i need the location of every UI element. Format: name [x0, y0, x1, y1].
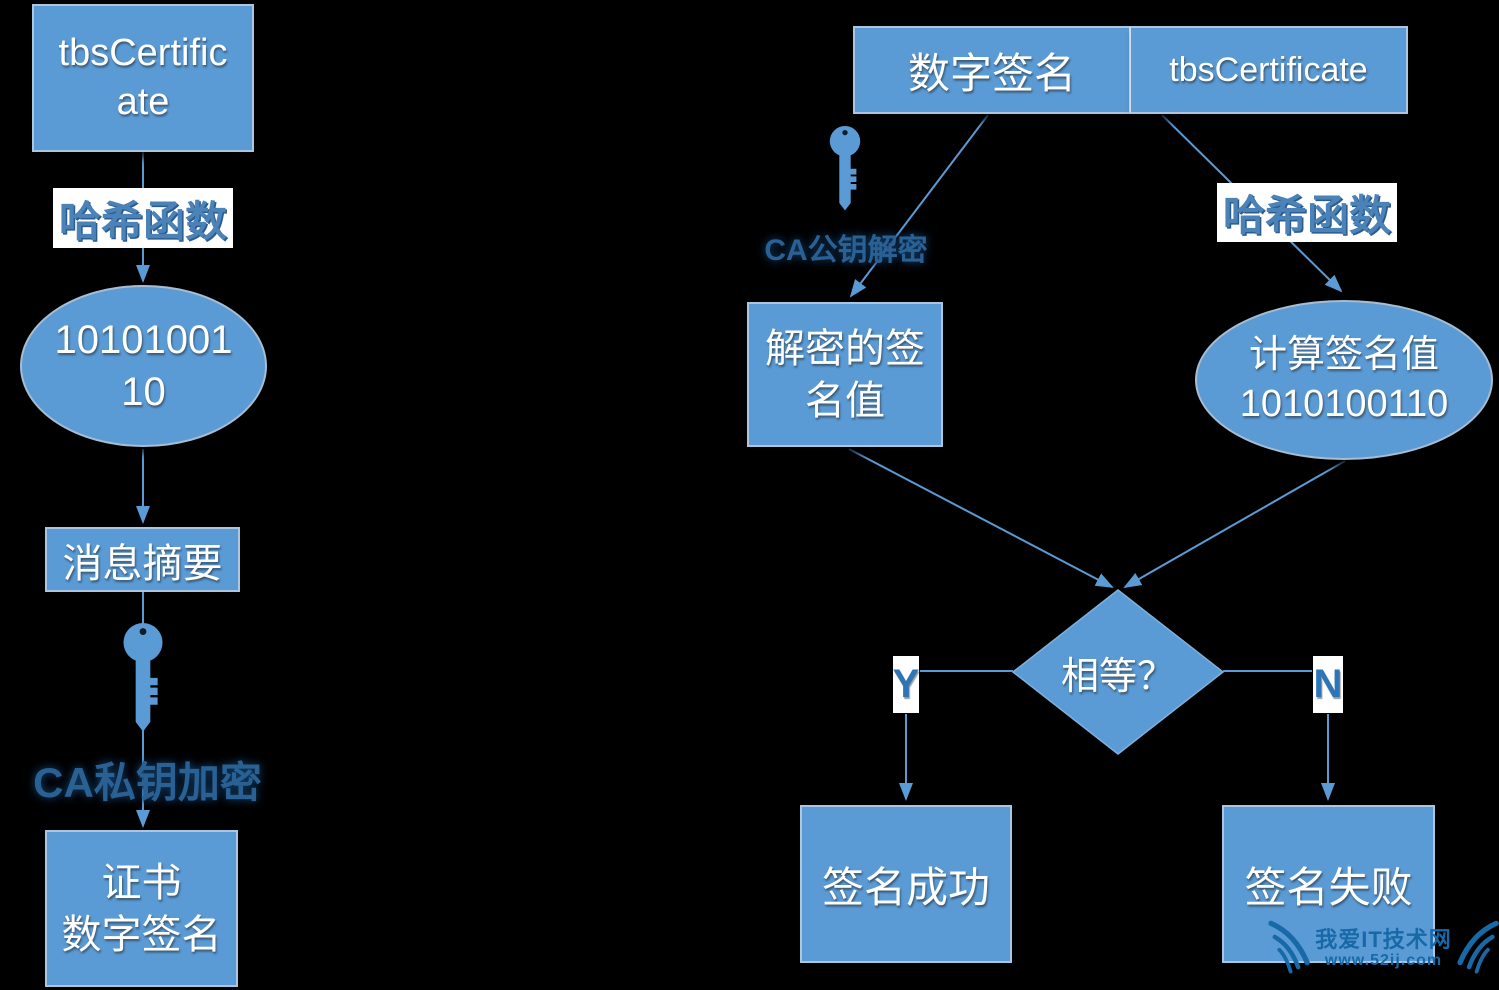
decrypted-signature-line1: 解密的签: [765, 326, 925, 371]
tbs-certificate-header-cell: tbsCertificate: [1130, 26, 1408, 114]
hash-function-label-left: 哈希函数: [53, 188, 233, 248]
connector-decrypted-to-diamond: [848, 448, 1114, 588]
connector-ellipse-to-diamond: [1123, 460, 1346, 588]
watermark-site-name: 我爱IT技术网: [1315, 927, 1452, 953]
cert-signature-line1: 证书: [101, 860, 182, 905]
tbs-certificate-box: tbsCertific ate: [32, 4, 254, 152]
tbs-certificate-header-text: tbsCertificate: [1169, 50, 1368, 89]
decision-diamond-label: 相等？: [1043, 645, 1193, 700]
private-key-icon: [123, 623, 163, 732]
branch-yes-text: Y: [892, 662, 920, 706]
private-key-caption-text: CA私钥加密: [33, 758, 262, 806]
watermark: 我爱IT技术网 www.52ij.com: [1268, 910, 1499, 988]
watermark-right-wing-icon: [1457, 920, 1499, 974]
message-digest-box: 消息摘要: [45, 527, 240, 592]
decrypted-signature-box: 解密的签 名值: [747, 302, 943, 447]
branch-no-text: N: [1313, 662, 1343, 706]
hash-function-label-right: 哈希函数: [1217, 183, 1397, 242]
computed-signature-line1: 计算签名值: [1248, 333, 1439, 376]
computed-signature-line2: 1010100110: [1239, 383, 1449, 425]
signature-success-text: 签名成功: [821, 863, 990, 911]
cert-signature-line2: 数字签名: [61, 912, 222, 957]
public-key-caption: CA公钥解密: [756, 228, 936, 267]
private-key-caption: CA私钥加密: [25, 753, 270, 806]
connector-digitalsig-to-decrypted: [849, 114, 989, 298]
computed-signature-ellipse: 计算签名值 1010100110: [1195, 300, 1493, 460]
digest-value-line2: 10: [121, 370, 166, 414]
signature-fail-box: 签名失败: [1222, 805, 1435, 963]
branch-no-label: N: [1313, 656, 1343, 713]
cert-digital-signature-box: 证书 数字签名: [45, 830, 238, 987]
hash-function-label-left-text: 哈希函数: [58, 197, 227, 245]
decrypted-signature-line2: 名值: [805, 378, 885, 423]
tbs-certificate-text-line1: tbsCertific: [58, 31, 228, 74]
digital-signature-header-cell: 数字签名: [853, 26, 1130, 114]
digital-signature-header-text: 数字签名: [907, 49, 1076, 97]
message-digest-text: 消息摘要: [62, 541, 223, 586]
watermark-text: 我爱IT技术网 www.52ij.com: [1315, 927, 1452, 970]
decision-diamond: [1011, 589, 1225, 755]
message-digest-ellipse: 10101001 10: [20, 285, 267, 447]
watermark-site-url: www.52ij.com: [1324, 952, 1443, 970]
watermark-left-wing-icon: [1268, 920, 1310, 974]
signature-fail-text: 签名失败: [1244, 863, 1413, 911]
branch-yes-label: Y: [893, 656, 919, 713]
signature-success-box: 签名成功: [800, 805, 1012, 963]
hash-function-label-right-text: 哈希函数: [1222, 192, 1391, 239]
tbs-certificate-text-line2: ate: [116, 81, 170, 123]
public-key-caption-text: CA公钥解密: [764, 234, 928, 267]
decision-text: 相等？: [1060, 656, 1175, 698]
digest-value-line1: 10101001: [54, 318, 233, 362]
public-key-icon: [829, 126, 861, 211]
